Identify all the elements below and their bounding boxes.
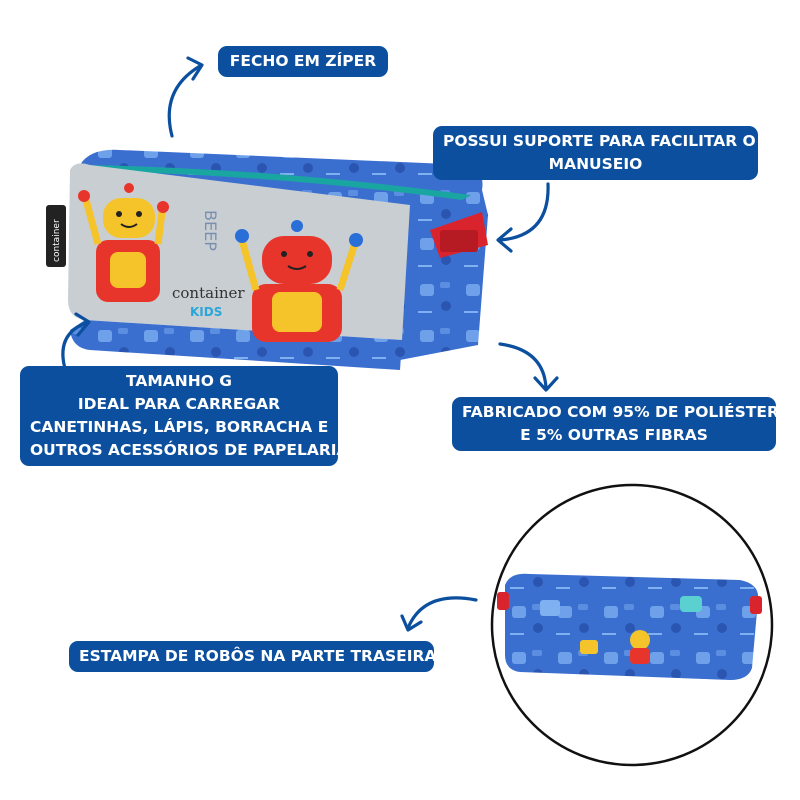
label-print: ESTAMPA DE ROBÔS NA PARTE TRASEIRA [69, 641, 437, 672]
curved-arrow-icon [167, 56, 204, 138]
label-fabric-line-2: E 5% OUTRAS FIBRAS [520, 426, 708, 444]
pencil-case: container [46, 149, 488, 370]
curved-arrow-icon [400, 596, 478, 632]
label-size-line-1: TAMANHO G [125, 372, 233, 390]
curved-arrow-icon [61, 312, 91, 374]
label-size: TAMANHO G IDEAL PARA CARREGAR CANETINHAS… [20, 366, 349, 466]
label-handle-line-2: MANUSEIO [548, 155, 643, 173]
label-size-line-3: CANETINHAS, LÁPIS, BORRACHA E [30, 418, 329, 436]
print-word: BEEP [201, 210, 220, 251]
curved-arrow-icon [498, 342, 559, 392]
robot-icon [235, 220, 363, 342]
label-fabric: FABRICADO COM 95% DE POLIÉSTER E 5% OUTR… [452, 397, 779, 451]
curved-arrow-icon [496, 182, 550, 253]
case-tag-text: container [52, 219, 62, 262]
robot-icon [78, 183, 169, 302]
brand-logo-text: container [172, 284, 245, 302]
label-handle: POSSUI SUPORTE PARA FACILITAR O MANUSEIO [433, 126, 758, 180]
label-size-line-4: OUTROS ACESSÓRIOS DE PAPELARIA [30, 441, 349, 459]
label-zipper-text: FECHO EM ZÍPER [229, 52, 377, 70]
label-size-line-2: IDEAL PARA CARREGAR [77, 395, 281, 413]
sub-brand-logo-text: KIDS [190, 305, 222, 319]
label-print-text: ESTAMPA DE ROBÔS NA PARTE TRASEIRA [79, 647, 437, 665]
label-handle-line-1: POSSUI SUPORTE PARA FACILITAR O [443, 132, 756, 150]
label-fabric-line-1: FABRICADO COM 95% DE POLIÉSTER [462, 403, 779, 421]
label-zipper: FECHO EM ZÍPER [218, 46, 388, 77]
back-view-circle [490, 483, 774, 767]
